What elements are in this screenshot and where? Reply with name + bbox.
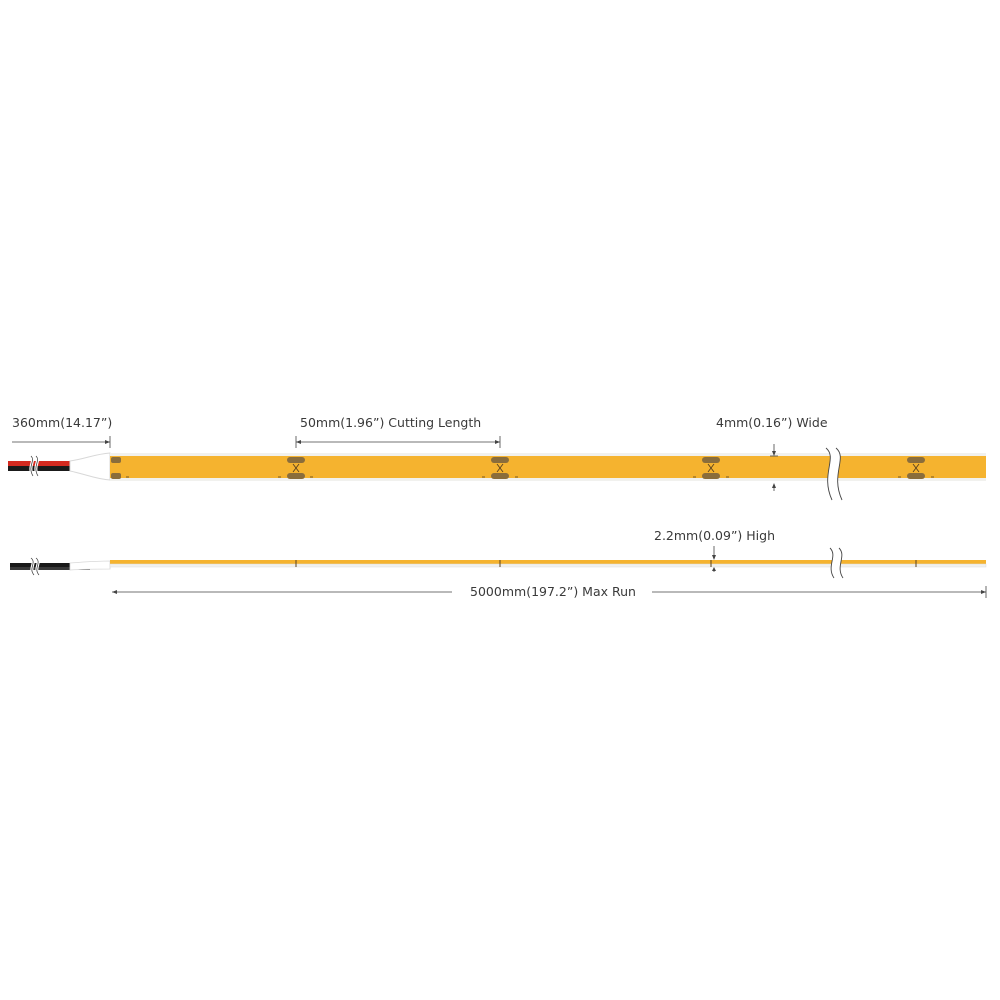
lead-length-dimension: 360mm(14.17”) — [12, 415, 112, 448]
max-run-label: 5000mm(197.2”) Max Run — [470, 584, 636, 599]
top-view: 360mm(14.17”) 50mm(1.96”) Cutting Length… — [8, 415, 986, 501]
side-strip-body — [110, 560, 986, 564]
side-cut-ticks — [295, 560, 917, 567]
side-strip-base — [109, 563, 987, 568]
scissors-icon — [292, 463, 920, 473]
height-label: 2.2mm(0.09”) High — [654, 528, 775, 543]
cutting-length-label: 50mm(1.96”) Cutting Length — [300, 415, 481, 430]
side-strip-break — [829, 547, 844, 579]
solder-pads — [111, 457, 925, 479]
cutting-length-dimension: 50mm(1.96”) Cutting Length — [295, 415, 501, 448]
end-cap — [69, 452, 111, 481]
strip-body — [110, 456, 986, 478]
side-lead-wires — [10, 556, 111, 576]
side-view: 2.2mm(0.09”) High 5000mm(197.2”) Max Run — [10, 528, 987, 599]
strip-break — [825, 447, 843, 501]
lead-wires — [8, 454, 78, 477]
max-run-dimension: 5000mm(197.2”) Max Run — [112, 584, 987, 599]
height-dimension: 2.2mm(0.09”) High — [654, 528, 775, 572]
lead-length-label: 360mm(14.17”) — [12, 415, 112, 430]
width-label: 4mm(0.16”) Wide — [716, 415, 828, 430]
width-dimension: 4mm(0.16”) Wide — [716, 415, 828, 491]
